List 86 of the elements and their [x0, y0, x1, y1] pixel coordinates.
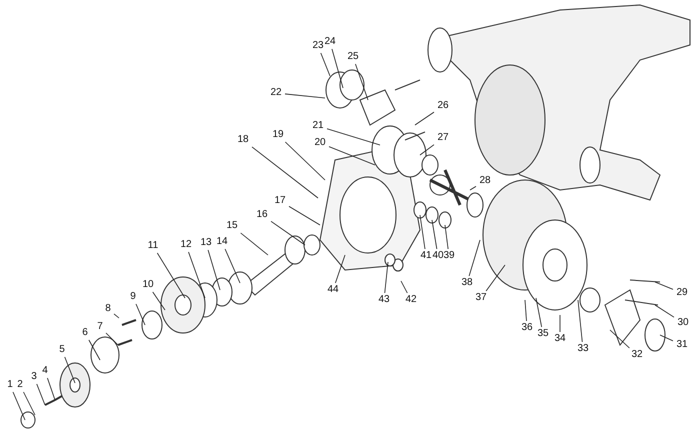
leader-line [12, 392, 26, 420]
callout-number: 6 [82, 327, 88, 339]
leader-line [420, 144, 434, 156]
callout-number: 11 [148, 240, 158, 252]
callout-number: 27 [437, 132, 449, 144]
callout-number: 30 [677, 317, 689, 329]
callout-number: 20 [314, 137, 326, 149]
leader-line [252, 146, 318, 198]
leader-line [23, 392, 36, 416]
leader-line [660, 334, 674, 342]
callout-number: 40 [432, 250, 444, 262]
leader-line [106, 332, 118, 346]
callout-number: 2 [17, 379, 23, 391]
callout-number: 9 [130, 291, 136, 303]
callout-number: 44 [327, 284, 339, 296]
leader-line [536, 298, 542, 328]
leader-line [240, 232, 268, 256]
callout-number: 38 [461, 277, 473, 289]
callout-number: 5 [59, 344, 65, 356]
callout-number: 14 [216, 236, 228, 248]
leader-line [36, 384, 46, 406]
leader-line [654, 282, 674, 290]
leader-line [284, 94, 326, 98]
callout-number: 33 [577, 343, 589, 355]
callout-number: 25 [347, 51, 359, 63]
callout-number: 21 [312, 120, 324, 132]
leader-line [654, 304, 674, 318]
callout-number: 7 [97, 321, 103, 333]
callout-number: 31 [676, 339, 688, 351]
leader-line [136, 304, 146, 326]
callout-number: 28 [479, 175, 491, 187]
callout-number: 16 [256, 209, 268, 221]
callout-number: 15 [226, 220, 238, 232]
callout-number: 19 [272, 129, 284, 141]
leader-line [284, 142, 326, 180]
callout-number: 12 [180, 239, 192, 251]
callout-number: 37 [475, 292, 487, 304]
leader-line [468, 240, 480, 276]
callout-number: 35 [537, 328, 549, 340]
callout-number: 17 [274, 195, 286, 207]
callout-number: 26 [437, 100, 449, 112]
callout-number: 34 [554, 333, 566, 345]
callout-number: 1 [7, 379, 13, 391]
callout-number: 4 [42, 365, 48, 377]
leader-line [320, 52, 330, 76]
callout-number: 43 [378, 294, 390, 306]
leader-line [486, 264, 506, 292]
callout-number: 39 [443, 250, 455, 262]
leader-line [156, 252, 186, 298]
leader-line [335, 254, 346, 284]
leader-line [47, 378, 56, 400]
leader-line [610, 330, 630, 348]
callout-number: 23 [312, 40, 324, 52]
callout-number: 18 [237, 134, 249, 146]
callout-number: 3 [31, 371, 37, 383]
callout-number: 8 [105, 303, 111, 315]
leader-line [288, 206, 320, 226]
leader-line [208, 250, 220, 290]
leader-line [114, 314, 120, 318]
leader-line [355, 64, 368, 100]
leader-line [578, 300, 583, 342]
leader-line [326, 128, 380, 146]
leader-line [332, 48, 344, 88]
leader-line [270, 220, 306, 246]
callout-number: 24 [324, 36, 336, 48]
leader-line [88, 340, 100, 360]
leader-line [328, 146, 376, 166]
leader-line [384, 262, 388, 294]
leader-line [152, 292, 166, 310]
leader-line [432, 220, 438, 250]
leader-line [470, 186, 476, 190]
leader-line [420, 214, 426, 250]
leader-line [224, 248, 240, 284]
callout-number: 10 [142, 279, 154, 291]
callout-number: 42 [405, 294, 417, 306]
callout-number: 13 [200, 237, 212, 249]
callout-number: 41 [420, 250, 432, 262]
leader-line [444, 224, 448, 250]
leader-line [400, 280, 408, 294]
leader-line [414, 112, 434, 126]
leader-line [188, 252, 206, 298]
callout-number: 36 [521, 322, 533, 334]
leader-line [524, 300, 527, 322]
callout-number: 32 [631, 349, 643, 361]
callout-number: 29 [676, 287, 688, 299]
callout-number: 22 [270, 87, 282, 99]
